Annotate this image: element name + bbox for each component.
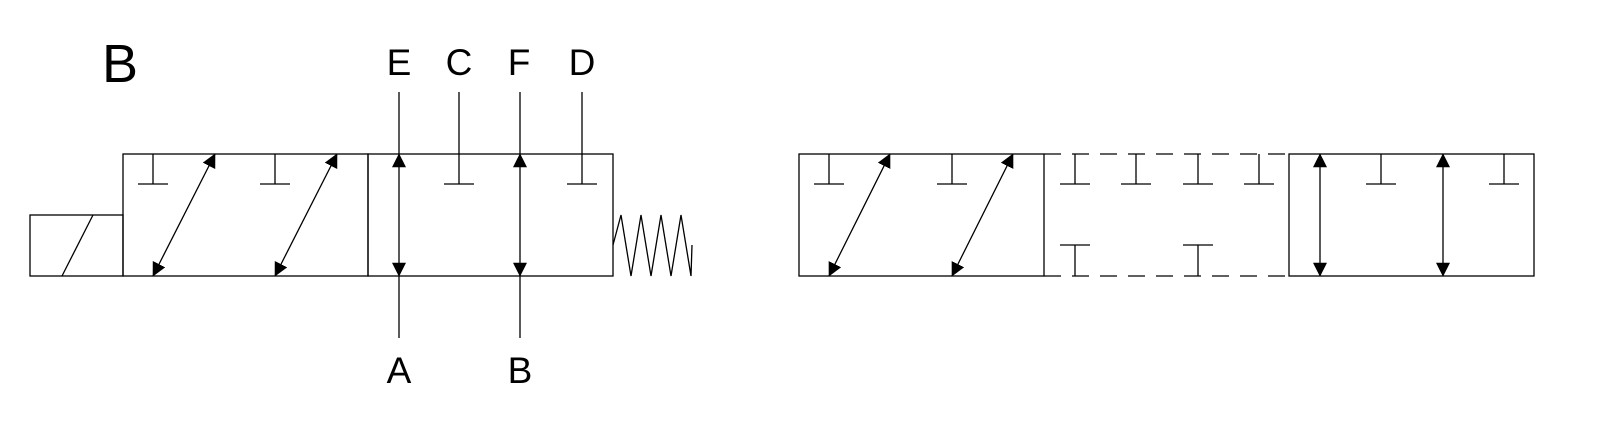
flow-arrow — [951, 153, 1014, 277]
port-label-e: E — [387, 42, 412, 83]
envelope-center-dashed — [1044, 153, 1289, 277]
port-lines — [398, 92, 583, 338]
envelope-crossed-left — [122, 153, 369, 277]
valve-label: B — [102, 34, 138, 94]
flow-arrow — [274, 153, 338, 277]
port-label-f: F — [508, 42, 531, 83]
spring-icon — [612, 214, 693, 277]
left-valve-symbol — [29, 92, 693, 338]
port-label-c: C — [446, 42, 473, 83]
right-valve-symbol — [798, 153, 1535, 277]
flow-arrow — [152, 153, 216, 277]
envelope-straight-left — [367, 153, 614, 277]
envelope-crossed-right — [798, 153, 1045, 277]
port-label-a: A — [387, 350, 412, 391]
solenoid-actuator — [29, 214, 124, 277]
flow-arrow — [828, 153, 891, 277]
port-label-d: D — [569, 42, 596, 83]
envelope-straight-right — [1288, 153, 1535, 277]
port-label-b: B — [508, 350, 533, 391]
